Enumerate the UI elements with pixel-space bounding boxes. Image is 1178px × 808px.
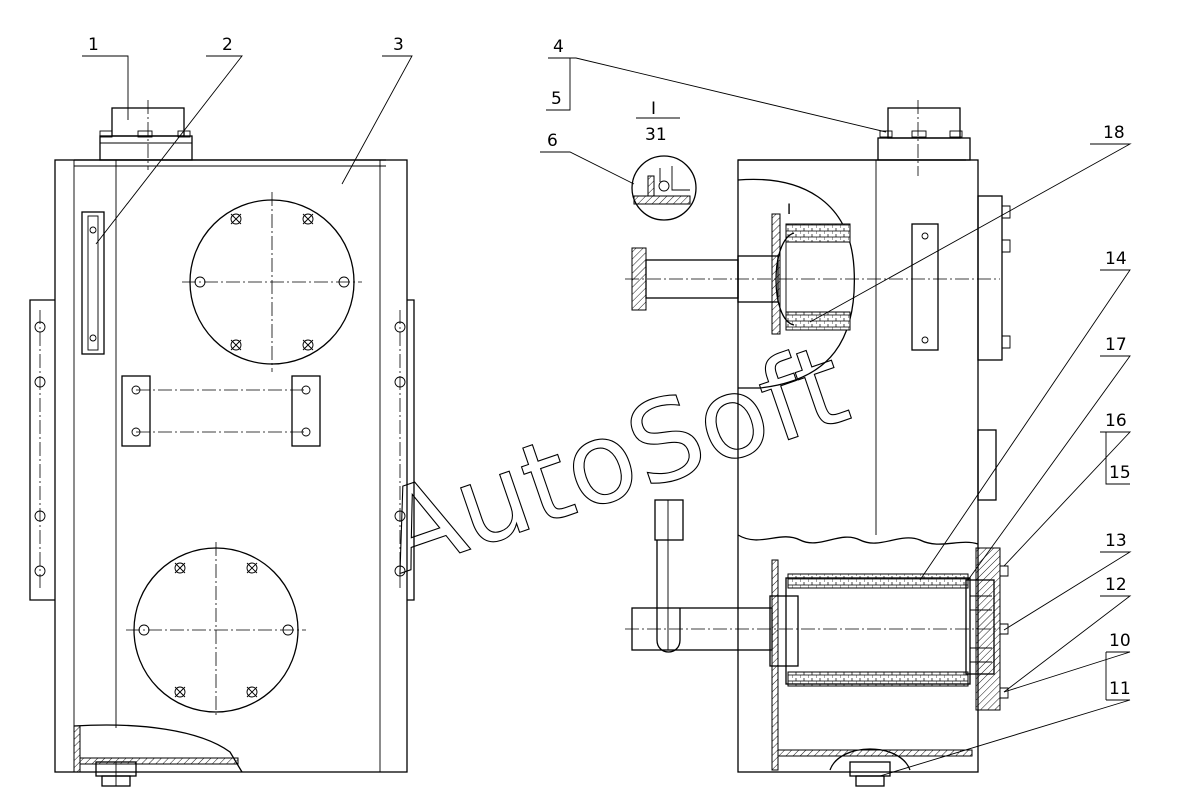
callout-14: 14	[1105, 249, 1127, 269]
callout-10: 10	[1109, 631, 1131, 651]
filler-cap-side	[877, 100, 971, 176]
detail-ref-bottom: 31	[645, 125, 667, 145]
callout-1: 1	[88, 35, 99, 55]
callout-6: 6	[547, 131, 558, 151]
return-pipe	[625, 499, 1000, 653]
callout-3: 3	[393, 35, 404, 55]
watermark: AutoSoft	[366, 320, 863, 600]
detail-view: I 31	[631, 99, 697, 221]
leader-lines	[82, 55, 1132, 777]
right-drain-plug	[777, 748, 973, 787]
filler-cap	[99, 100, 193, 170]
callout-13: 13	[1105, 531, 1127, 551]
right-view-tank	[625, 100, 1011, 787]
lower-cover	[126, 542, 306, 718]
left-view-tank	[29, 100, 415, 787]
callout-15: 15	[1109, 463, 1131, 483]
mounting-brackets	[121, 375, 321, 447]
callout-17: 17	[1105, 335, 1127, 355]
break-line	[737, 534, 979, 545]
detail-ref-top: I	[651, 99, 656, 119]
level-gauge	[81, 211, 105, 355]
lower-filter	[769, 547, 1009, 771]
callout-16: 16	[1105, 411, 1127, 431]
callout-5: 5	[551, 89, 562, 109]
callout-numbers: 1 2 3 4 5 6 18 14 17 16 15 13 12 10 11	[88, 35, 1131, 699]
upper-pipe	[625, 247, 1000, 311]
callout-12: 12	[1105, 575, 1127, 595]
callout-4: 4	[553, 37, 564, 57]
callout-11: 11	[1109, 679, 1131, 699]
callout-18: 18	[1103, 123, 1125, 143]
left-drain-plug	[73, 724, 243, 787]
flange-bolt-holes	[34, 321, 406, 577]
upper-cutaway	[737, 178, 856, 389]
view-mark: I	[787, 202, 791, 218]
upper-cover	[182, 192, 362, 372]
callout-2: 2	[222, 35, 233, 55]
